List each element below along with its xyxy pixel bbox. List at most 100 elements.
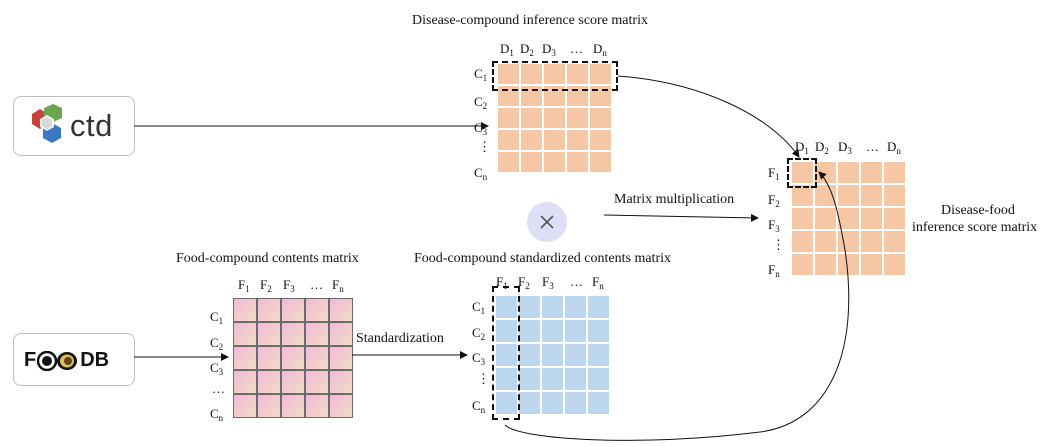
- matrix-cell: [281, 370, 305, 394]
- fc-row-label-3: C3: [210, 360, 224, 377]
- matrix-cell: [860, 161, 883, 184]
- dc-col-ellipsis: …: [570, 41, 583, 56]
- matrix-cell: [497, 151, 520, 173]
- matrix-cell: [233, 322, 257, 346]
- df-col-ellipsis: …: [866, 139, 879, 154]
- dc-row-label-2: C2: [474, 94, 488, 111]
- matrix-cell: [520, 107, 543, 129]
- matrix-multiplication-label: Matrix multiplication: [614, 192, 735, 207]
- matrix-cell: [564, 319, 587, 343]
- matrix-cell: [564, 295, 587, 319]
- fc-col-label-3: F3: [283, 277, 295, 294]
- matrix-cell: [883, 230, 906, 253]
- matrix-cell: [589, 129, 612, 151]
- ctd-logo: ctd: [13, 96, 135, 156]
- matrix-cell: [520, 63, 543, 85]
- matrix-cell: [495, 367, 518, 391]
- matrix-cell: [541, 319, 564, 343]
- dc-col-label-n: Dn: [593, 41, 607, 58]
- matrix-cell: [329, 322, 353, 346]
- matrix-cell: [281, 298, 305, 322]
- matrix-cell: [257, 298, 281, 322]
- matrix-cell: [587, 319, 610, 343]
- fc-col-label-2: F2: [260, 277, 272, 294]
- matrix-cell: [589, 63, 612, 85]
- dc-col-label-1: D1: [500, 41, 514, 58]
- ctd-logo-text: ctd: [70, 108, 113, 143]
- fc-col-ellipsis: …: [310, 277, 323, 292]
- matrix-cell: [305, 346, 329, 370]
- df-col-label-1: D1: [795, 139, 809, 156]
- foodb-olive-icon: [37, 350, 78, 371]
- foodb-logo-db: DB: [80, 349, 110, 371]
- matrix-cell: [305, 394, 329, 418]
- df-matrix-title-line2: inference score matrix: [912, 220, 1038, 235]
- df-col-label-2: D2: [815, 139, 829, 156]
- arrow-multiply-to-df: [603, 213, 759, 222]
- matrix-cell: [541, 295, 564, 319]
- matrix-cell: [837, 184, 860, 207]
- matrix-cell: [257, 394, 281, 418]
- df-row-label-n: Fn: [768, 262, 780, 279]
- matrix-cell: [883, 253, 906, 276]
- matrix-cell: [837, 207, 860, 230]
- matrix-cell: [329, 370, 353, 394]
- fcs-highlight-col: [492, 286, 520, 420]
- matrix-cell: [497, 63, 520, 85]
- matrix-cell: [587, 391, 610, 415]
- matrix-cell: [589, 151, 612, 173]
- fc-row-label-1: C1: [210, 309, 224, 326]
- matrix-cell: [883, 207, 906, 230]
- dc-row-label-3: C3: [474, 120, 488, 137]
- matrix-cell: [305, 298, 329, 322]
- arrow-fcs-col-to-df-cell: [504, 171, 850, 441]
- df-row-label-3: F3: [768, 217, 780, 234]
- matrix-cell: [329, 394, 353, 418]
- matrix-cell: [883, 161, 906, 184]
- matrix-cell: [543, 107, 566, 129]
- matrix-cell: [860, 230, 883, 253]
- fc-row-ellipsis: …: [212, 381, 225, 396]
- matrix-cell: [791, 184, 814, 207]
- matrix-cell: [233, 346, 257, 370]
- matrix-cell: [543, 63, 566, 85]
- matrix-cell: [564, 391, 587, 415]
- fcs-row-label-3: C3: [472, 350, 486, 367]
- df-col-label-3: D3: [838, 139, 852, 156]
- fcs-row-vdots: ⋮: [477, 371, 490, 386]
- dc-row-label-n: Cn: [474, 165, 488, 182]
- fcs-row-label-n: Cn: [472, 398, 486, 415]
- matrix-cell: [860, 184, 883, 207]
- df-matrix-grid: [791, 161, 906, 276]
- dc-highlight-row: [492, 61, 618, 91]
- df-col-label-n: Dn: [887, 139, 901, 156]
- matrix-cell: [566, 151, 589, 173]
- matrix-cell: [497, 129, 520, 151]
- matrix-cell: [543, 129, 566, 151]
- foodb-logo-f: F: [24, 349, 37, 371]
- matrix-cell: [883, 184, 906, 207]
- standardization-label: Standardization: [356, 331, 444, 346]
- matrix-cell: [495, 343, 518, 367]
- matrix-cell: [566, 129, 589, 151]
- fc-row-label-2: C2: [210, 335, 224, 352]
- df-matrix-title-line1: Disease-food: [941, 203, 1015, 218]
- matrix-cell: [305, 370, 329, 394]
- matrix-cell: [814, 184, 837, 207]
- matrix-cell: [233, 298, 257, 322]
- matrix-cell: [257, 370, 281, 394]
- matrix-cell: [543, 151, 566, 173]
- fc-matrix-title: Food-compound contents matrix: [176, 251, 359, 266]
- matrix-cell: [329, 298, 353, 322]
- matrix-cell: [564, 367, 587, 391]
- fc-col-label-n: Fn: [332, 277, 344, 294]
- fcs-col-ellipsis: …: [570, 274, 583, 289]
- matrix-cell: [281, 394, 305, 418]
- matrix-cell: [281, 322, 305, 346]
- df-row-vdots: ⋮: [772, 237, 785, 252]
- fc-matrix-grid: [233, 298, 353, 418]
- matrix-cell: [495, 391, 518, 415]
- circled-times-icon: [527, 202, 567, 242]
- matrix-cell: [520, 151, 543, 173]
